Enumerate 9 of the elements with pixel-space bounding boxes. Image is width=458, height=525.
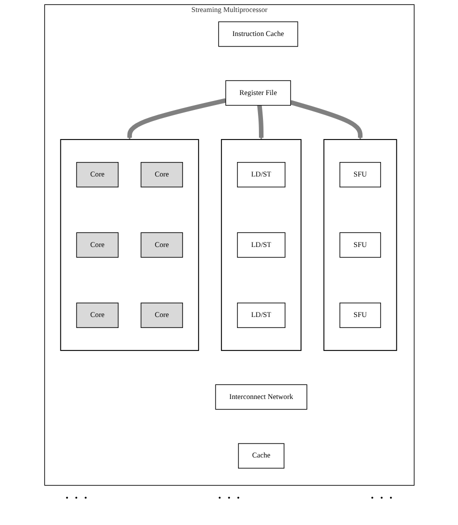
ellipsis-text: · · ·	[64, 490, 88, 508]
arrow	[290, 100, 362, 140]
arrow	[256, 105, 264, 140]
cluster	[220, 139, 302, 351]
ellipsis-text: · · ·	[216, 490, 241, 508]
arrow	[126, 98, 226, 140]
cluster	[60, 139, 199, 351]
ellipsis-text: · · ·	[370, 490, 394, 508]
cluster	[323, 139, 397, 351]
